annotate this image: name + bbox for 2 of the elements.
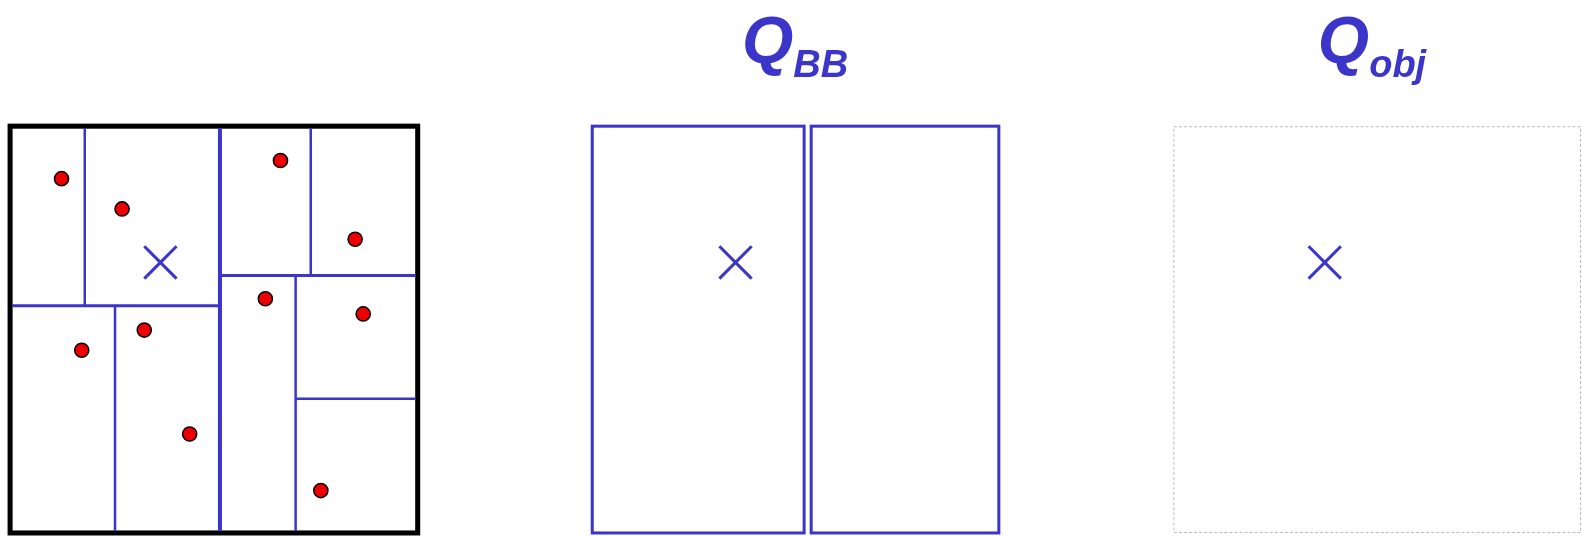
formula-label: Q$_{BB}$ (741, 2, 849, 87)
formula-label: Q$_{obj}$ (1317, 2, 1427, 87)
